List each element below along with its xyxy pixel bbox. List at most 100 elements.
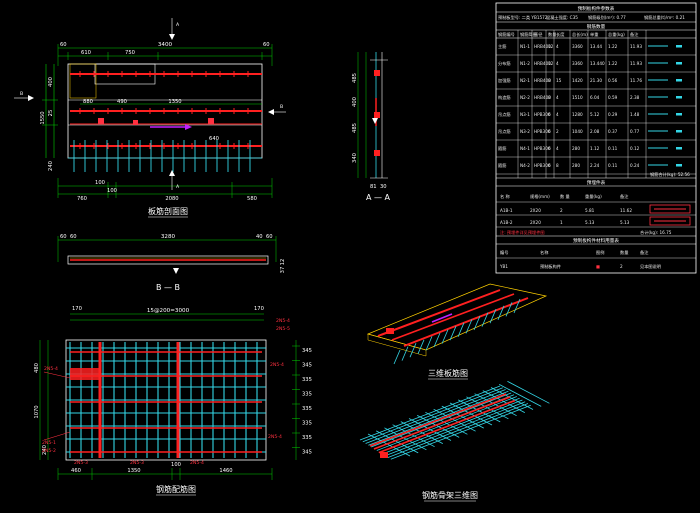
section-a-title: A — A	[366, 193, 391, 202]
material-cell: 见本图说明	[640, 263, 661, 270]
iso-section-title: 三维板筋图	[428, 368, 468, 378]
rebar-callout-icon[interactable]: 2N5-5	[276, 326, 290, 332]
iso-cage-bar	[359, 385, 501, 441]
elev-marker-b-left: B	[20, 91, 23, 97]
table-cell: 4	[556, 112, 559, 117]
plan-right-dim: 335	[302, 377, 312, 383]
elevation-rebar-ticks	[79, 71, 249, 149]
plan-callout-6: 2N5-4	[190, 460, 204, 466]
table-cell: 12	[548, 44, 554, 49]
section-a-view: 485 400 485 340 81 30 A — A	[352, 52, 391, 202]
plan-title: 钢筋配筋图	[156, 484, 196, 494]
rebar-callout-icon[interactable]: 2N5-4	[43, 366, 71, 379]
table-cell: 1420	[572, 78, 583, 83]
plan-right-dim: 345	[302, 450, 312, 456]
table-cell: HPB300	[534, 112, 551, 117]
material-col-header: 名称	[540, 249, 548, 256]
plan-right-dim: 335	[302, 406, 312, 412]
section-b-view: 3280 60 60 40 60 12 37 B — B	[57, 234, 286, 292]
table-param-1: 预制板型号: 二类 YB1572	[498, 14, 548, 21]
elev-marker-a-top: A	[176, 22, 180, 28]
table-cell: 280	[572, 163, 580, 168]
sec-a-bot-2: 30	[380, 184, 387, 190]
table-cell: 6.04	[590, 95, 600, 100]
section-cut-triangle-icon[interactable]: B	[268, 104, 286, 115]
sec-b-edge-2: 60	[70, 234, 77, 240]
table-col-header: 数量	[548, 31, 556, 38]
iso-cage-cross	[425, 411, 468, 435]
embed-total: 合计(kg): 16.75	[640, 229, 672, 236]
table-cell: 3360	[572, 61, 583, 66]
sec-b-edge-3: 40	[256, 234, 263, 240]
iso-cage-cross	[417, 415, 460, 438]
table-cell: 6	[548, 112, 551, 117]
embed-col-header: 规格(mm)	[530, 193, 550, 200]
elevation-view: 3400 60 60 610 750 880 490 1350 640	[14, 18, 286, 218]
iso-cage-cross	[367, 433, 411, 457]
table-cell: HPB300	[534, 146, 551, 151]
elev-seg-2: 750	[125, 50, 135, 56]
iso-cage-cross	[400, 421, 443, 444]
table-cell: 5.12	[590, 112, 600, 117]
rebar-callout-icon[interactable]: 2N5-4	[270, 362, 284, 368]
table-cell: 4	[556, 95, 559, 100]
elev-marker-b-right: B	[280, 104, 283, 110]
table-col-header: 单重	[590, 31, 598, 38]
rebar-callout-icon[interactable]: 2N5-2	[42, 448, 56, 454]
plan-right-dim: 335	[302, 435, 312, 441]
table-cell: 13.44	[590, 44, 602, 49]
plan-right-dim: 345	[302, 348, 312, 354]
iso-cage-cross	[441, 405, 484, 429]
table-column-headers: 钢筋编号钢筋简图直径数量长度总长(m)单重总重(kg)备注	[496, 30, 696, 178]
iso-cage-cross	[466, 396, 509, 420]
elev-seg-1: 610	[81, 50, 91, 56]
table-cell: 6	[548, 129, 551, 134]
elev-left-1: 400	[48, 77, 54, 87]
elev-mid-2: 490	[117, 99, 127, 105]
table-cell: 0.24	[630, 163, 640, 168]
material-cell: ■	[596, 264, 600, 269]
quantity-header: 钢筋数量	[587, 23, 606, 30]
rebar-callout-icon[interactable]: 2N5-1	[42, 431, 71, 446]
table-cell: HRB400	[534, 95, 551, 100]
rebar-callout-icon[interactable]: 2N5-4	[268, 434, 282, 440]
embed-cell: 11.62	[620, 208, 632, 213]
rebar-callout-icon[interactable]: 2N5-3	[74, 460, 88, 466]
sec-b-edge-1: 60	[60, 234, 67, 240]
table-rebar-mark	[676, 96, 682, 99]
table-cell: 15	[556, 78, 562, 83]
table-cell: 280	[572, 146, 580, 151]
table-col-header: 直径	[534, 31, 542, 37]
section-cut-triangle-icon[interactable]: A	[169, 18, 180, 40]
iso-section-stirrups	[393, 298, 521, 365]
iso-cage-bar	[368, 390, 509, 446]
rebar-callout-icon[interactable]: 2N5-3	[130, 460, 144, 466]
elev-mid-1: 880	[83, 99, 93, 105]
rebar-callout-icon[interactable]: 2N5-4	[190, 460, 204, 466]
iso-cage-cross	[433, 408, 476, 432]
rebar-callout-icon[interactable]: 2N5-4	[276, 318, 290, 324]
iso-stirrup	[481, 312, 489, 327]
embed-cell: 2X20	[530, 208, 541, 213]
iso-stirrup	[473, 315, 481, 331]
iso-cage-cross	[376, 430, 419, 454]
section-cut-triangle-icon[interactable]: B	[14, 91, 34, 101]
table-cell: 2.24	[590, 163, 600, 168]
plan-bot-2: 1350	[127, 468, 140, 474]
table-col-header: 总长(m)	[572, 31, 588, 38]
plan-callout-2: 2N5-1	[42, 440, 56, 446]
plan-top-edge-left: 170	[72, 306, 82, 312]
table-param-4: 钢筋总重(t)/m²: 0.21	[644, 14, 685, 21]
plan-callout-8: 2N5-5	[276, 326, 290, 332]
embed-cell: 2X20	[530, 220, 541, 225]
iso-cage-bar	[365, 389, 506, 444]
plan-right-dim: 335	[302, 421, 312, 427]
embed-col-header: 数 量	[560, 193, 570, 200]
plan-top-total: 15@200=3000	[147, 308, 190, 314]
iso-stirrup	[425, 336, 433, 351]
embed-note: 注: 预埋件详见预埋件图	[500, 229, 545, 236]
section-cut-triangle-icon[interactable]: A	[169, 170, 180, 190]
